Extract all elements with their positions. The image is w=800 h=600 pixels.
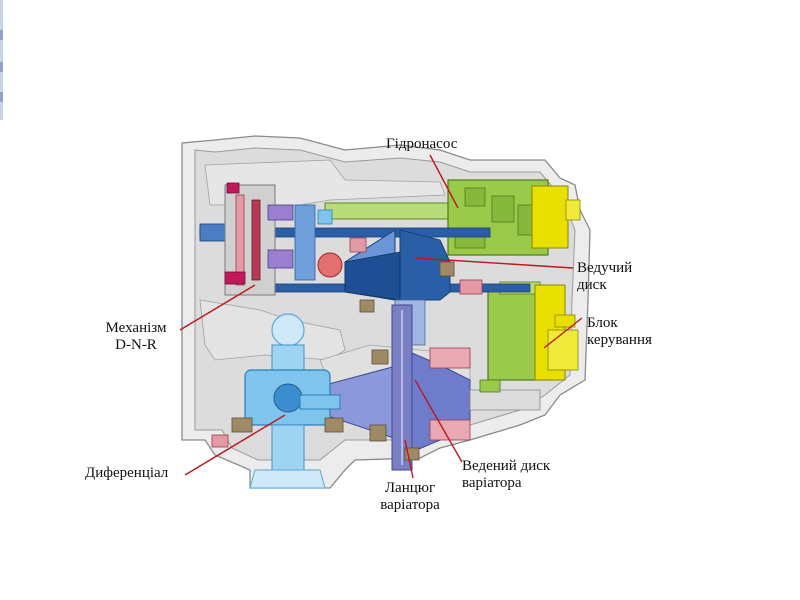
- dnr-label-line2: D-N-R: [115, 337, 157, 353]
- control-unit: [487, 281, 579, 381]
- drive-disc-label-line1: Ведучий: [577, 260, 633, 276]
- chain-label: Ланцюг варіатора: [365, 480, 455, 514]
- slide-edge-mark: [0, 62, 3, 72]
- pump-solenoid-block: [531, 185, 581, 249]
- control-leader-line: [543, 317, 583, 349]
- pump-leader-line: [429, 154, 459, 209]
- dnr-mechanism: [224, 182, 343, 296]
- driven-disc-label-line2: варіатора: [462, 475, 522, 491]
- driven-pulley-bearings: [369, 349, 420, 461]
- dnr-leader-line: [179, 284, 256, 331]
- driven-disc-label-line1: Ведений диск: [462, 458, 551, 474]
- drive-pulley-bearings: [349, 237, 483, 313]
- variator-chain: [391, 304, 413, 471]
- driven-disc-label: Ведений диск варіатора: [462, 458, 550, 492]
- chain-label-line1: Ланцюг: [384, 480, 436, 496]
- control-unit-label: Блок керування: [587, 315, 652, 349]
- differential-label: Диференціал: [85, 465, 169, 481]
- driven-disc-leader-line: [414, 379, 463, 463]
- dnr-label-line1: Механізм: [105, 320, 167, 336]
- differential: [211, 313, 344, 489]
- pump-label: Гідронасос: [386, 136, 458, 152]
- slide-edge-strip: [0, 0, 3, 120]
- dnr-label: Механізм D-N-R: [96, 320, 176, 354]
- differential-leader-line: [184, 414, 286, 476]
- chain-leader-line: [404, 439, 414, 479]
- control-unit-label-line1: Блок: [587, 315, 618, 331]
- drive-disc-label-line2: диск: [577, 277, 607, 293]
- slide-edge-mark: [0, 30, 3, 40]
- chain-label-line2: варіатора: [380, 497, 440, 513]
- drive-disc-leader-line: [414, 257, 574, 269]
- hydraulic-pump: [324, 179, 549, 256]
- drive-disc-label: Ведучий диск: [577, 260, 632, 294]
- slide-edge-mark: [0, 92, 3, 102]
- leader-lines: [179, 154, 583, 479]
- control-unit-label-line2: керування: [587, 332, 652, 348]
